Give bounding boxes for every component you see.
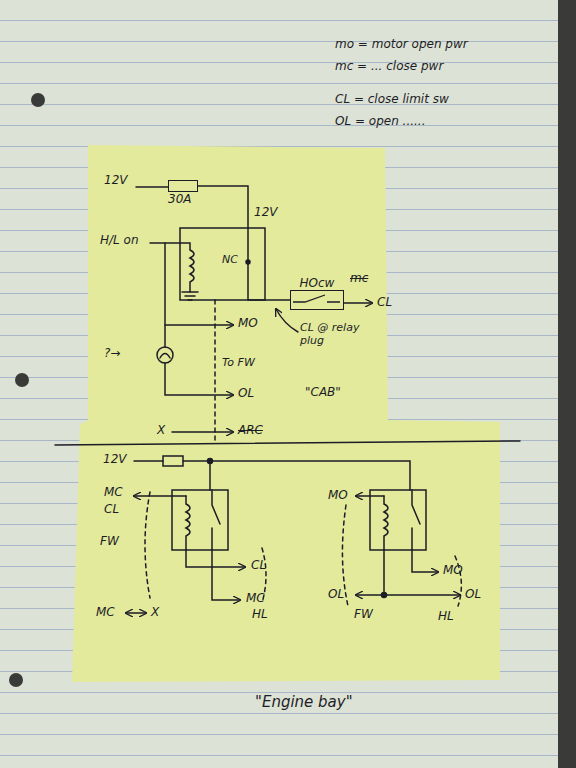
handwritten-label: CL bbox=[104, 503, 119, 517]
handwritten-label: MC bbox=[246, 592, 265, 606]
handwritten-label: "Engine bay" bbox=[255, 694, 353, 711]
handwritten-label: OL bbox=[328, 588, 344, 602]
fuse-symbol bbox=[168, 180, 198, 192]
handwritten-label: CL bbox=[377, 296, 392, 310]
handwritten-label: HL bbox=[438, 610, 454, 624]
handwritten-label: H/L on bbox=[100, 234, 139, 248]
handwritten-label: ARC bbox=[238, 424, 263, 438]
handwritten-label: OL = open ...... bbox=[335, 115, 425, 129]
handwritten-label: CL = close limit sw bbox=[335, 93, 449, 107]
handwritten-label: FW bbox=[354, 608, 373, 622]
handwritten-label: CL @ relay plug bbox=[300, 322, 362, 347]
wire bbox=[198, 186, 290, 300]
handwritten-label: "CAB" bbox=[305, 386, 341, 400]
handwritten-label: X bbox=[157, 424, 165, 438]
fuse: 30A bbox=[168, 180, 198, 206]
handwritten-label: X bbox=[151, 606, 159, 620]
handwritten-label: 12V bbox=[254, 206, 277, 220]
handwritten-label: MO bbox=[328, 489, 348, 503]
handwritten-label: NC bbox=[222, 254, 238, 267]
handwritten-label: FW bbox=[100, 535, 119, 549]
handwritten-label: OL bbox=[238, 387, 254, 401]
switch-box: HOcw bbox=[290, 276, 344, 310]
node-text: 30A bbox=[168, 192, 198, 206]
handwritten-label: MC bbox=[96, 606, 115, 620]
node-text: HOcw bbox=[290, 276, 344, 290]
handwritten-label: MC bbox=[104, 486, 123, 500]
switch-symbol bbox=[290, 290, 344, 310]
handwritten-label: mo = motor open pwr bbox=[335, 38, 468, 52]
handwritten-label: 12V bbox=[104, 174, 127, 188]
handwritten-label: mc bbox=[350, 272, 368, 286]
handwritten-label: ?→ bbox=[104, 347, 120, 361]
handwritten-label: mc = ... close pwr bbox=[335, 60, 443, 74]
handwritten-label: MO bbox=[443, 564, 463, 578]
handwritten-label: HL bbox=[252, 608, 268, 622]
handwritten-label: 12V bbox=[103, 453, 126, 467]
handwritten-label: MO bbox=[238, 317, 258, 331]
handwritten-label: OL bbox=[465, 588, 481, 602]
handwritten-label: CL bbox=[251, 559, 266, 573]
handwritten-label: To FW bbox=[222, 357, 255, 370]
